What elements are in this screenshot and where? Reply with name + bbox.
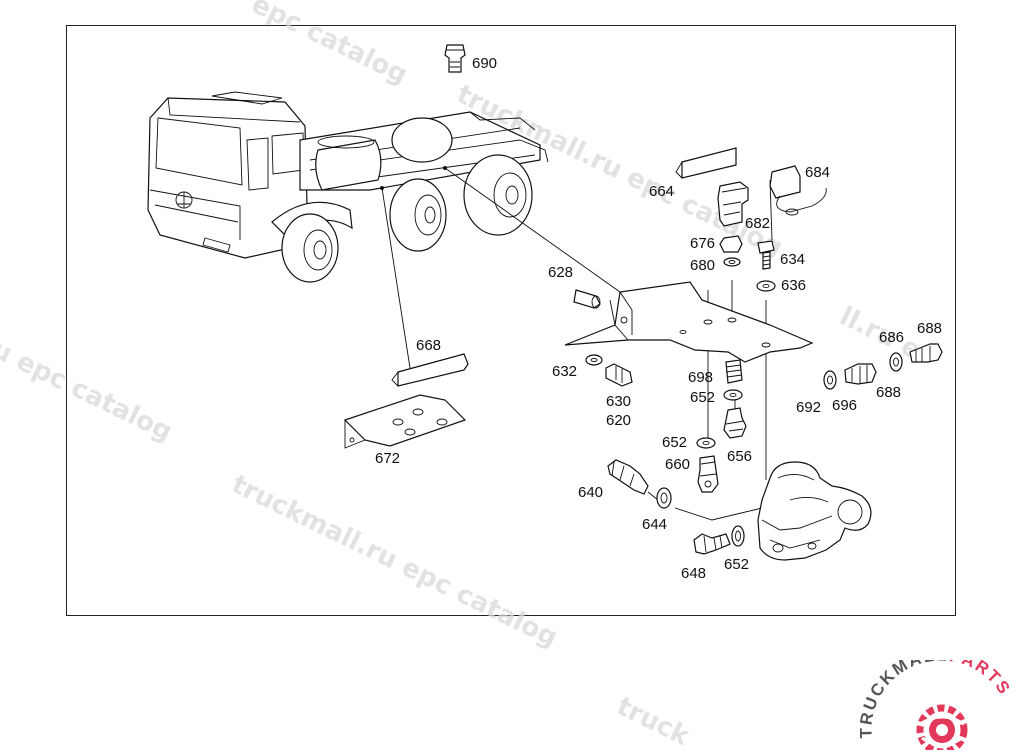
watermarks: epc catalog truckmall.ru epc catalog u e… <box>0 0 925 750</box>
label-696: 696 <box>832 397 857 414</box>
part-690-fitting <box>444 44 466 73</box>
part-696-fitting <box>844 363 877 385</box>
label-640: 640 <box>578 484 603 501</box>
label-652-lower: 652 <box>724 556 749 573</box>
label-648: 648 <box>681 565 706 582</box>
part-652-washer-middle <box>696 437 716 449</box>
label-676: 676 <box>690 235 715 252</box>
truck-illustration <box>147 91 549 283</box>
gear-icon <box>916 704 968 755</box>
part-682-valve <box>717 181 749 267</box>
part-664-strip <box>675 147 737 179</box>
part-698-fitting <box>725 359 743 384</box>
label-692: 692 <box>796 399 821 416</box>
watermark-top: epc catalog <box>247 0 412 90</box>
part-686-fitting <box>909 343 943 363</box>
watermark-lower: truckmall.ru epc catalog <box>227 469 562 653</box>
part-648-plug <box>693 533 731 555</box>
part-630-bolt <box>605 363 633 387</box>
part-656-banjo-bolt <box>723 407 747 439</box>
label-660: 660 <box>665 456 690 473</box>
part-688-washer <box>889 352 903 372</box>
label-690: 690 <box>472 55 497 72</box>
brand-text-parts: PARTS <box>948 660 1015 699</box>
part-652-washer-lower <box>731 525 745 547</box>
label-668: 668 <box>416 337 441 354</box>
brand-logo: TRUCKMALLPARTS <box>856 645 1020 755</box>
part-644-washer <box>656 487 672 509</box>
part-652-washer-upper <box>723 389 743 401</box>
watermark-bottom: truck <box>612 691 695 750</box>
label-698: 698 <box>688 369 713 386</box>
part-640-fitting <box>607 459 649 495</box>
part-634-bolt <box>757 240 775 270</box>
part-636-washer <box>756 280 776 292</box>
label-652-middle: 652 <box>662 434 687 451</box>
part-632-washer <box>585 354 603 366</box>
label-682: 682 <box>745 215 770 232</box>
label-634: 634 <box>780 251 805 268</box>
part-labels: 690 684 664 682 676 634 680 636 628 686 … <box>375 55 942 582</box>
label-620: 620 <box>606 412 631 429</box>
part-660-banjo-bolt <box>697 455 719 493</box>
label-664: 664 <box>649 183 674 200</box>
part-672-plate <box>343 394 467 449</box>
part-684-connector <box>769 165 827 216</box>
label-688-top: 688 <box>917 320 942 337</box>
label-630: 630 <box>606 393 631 410</box>
label-686: 686 <box>879 329 904 346</box>
part-620-bracket <box>564 281 814 363</box>
label-628: 628 <box>548 264 573 281</box>
label-688-bottom: 688 <box>876 384 901 401</box>
label-652-upper: 652 <box>690 389 715 406</box>
label-644: 644 <box>642 516 667 533</box>
label-684: 684 <box>805 164 830 181</box>
label-632: 632 <box>552 363 577 380</box>
label-672: 672 <box>375 450 400 467</box>
part-692-washer <box>823 370 837 390</box>
label-636: 636 <box>781 277 806 294</box>
label-656: 656 <box>727 448 752 465</box>
part-668-strip <box>391 353 469 387</box>
valve-body <box>757 461 872 561</box>
label-680: 680 <box>690 257 715 274</box>
part-628-pin <box>573 289 601 309</box>
watermark-left: u epc catalog <box>0 334 177 447</box>
